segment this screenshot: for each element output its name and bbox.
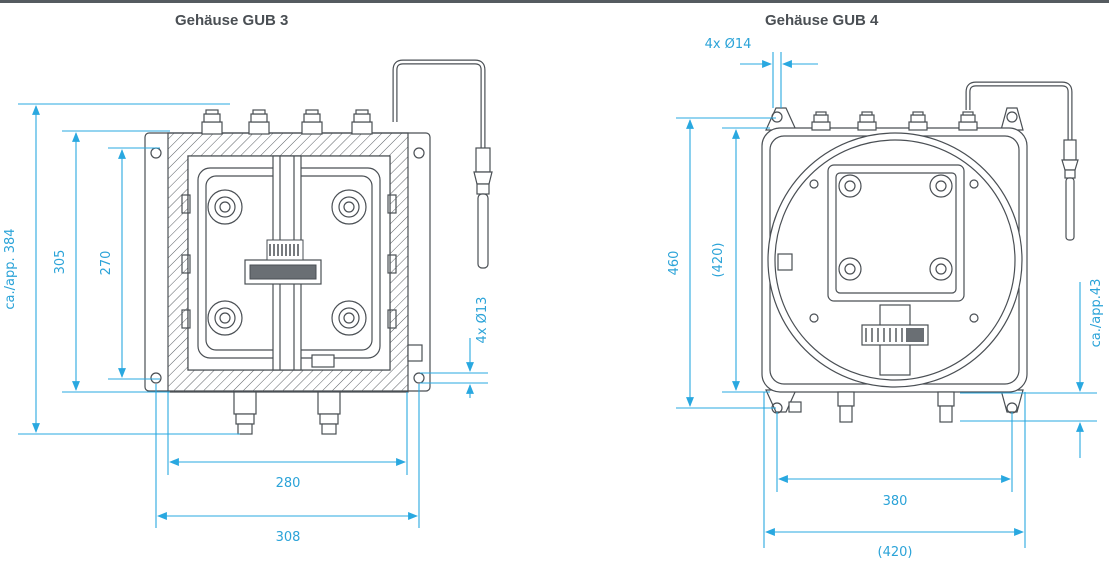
gub3-dim-270: 270 bbox=[99, 251, 114, 276]
gub4-dim-420-h: (420) bbox=[878, 545, 913, 560]
gub3-sensor-probe bbox=[477, 193, 489, 269]
gub4-drawing bbox=[761, 81, 1079, 423]
gub3-dim-308: 308 bbox=[276, 530, 301, 545]
gub3-hole-br bbox=[413, 372, 425, 384]
gub3-dim-280: 280 bbox=[276, 476, 301, 491]
gub4-glands-top bbox=[811, 111, 978, 131]
gub3-dimensions: ca./app. 384 305 270 4x Ø13 280 308 bbox=[3, 103, 490, 545]
gub3-dim-305: 305 bbox=[53, 250, 68, 275]
gub4-bosses bbox=[838, 174, 953, 281]
gub4-dim-460: 460 bbox=[667, 251, 682, 276]
gub4-inner-plate bbox=[827, 164, 965, 302]
gub4-glands-bottom bbox=[788, 391, 955, 423]
gub3-drawing bbox=[144, 59, 493, 435]
gub4-dimensions: 4x Ø14 460 (420) ca./app.43 380 (420) bbox=[667, 37, 1104, 560]
gub4-dim-holes: 4x Ø14 bbox=[705, 37, 752, 52]
gub4-dim-380: 380 bbox=[883, 494, 908, 509]
gub3-title: Gehäuse GUB 3 bbox=[175, 12, 289, 29]
gub4-dim-depth: ca./app.43 bbox=[1089, 279, 1104, 348]
gub4-sensor-head bbox=[1063, 139, 1077, 161]
gub4-sensor-probe bbox=[1065, 177, 1075, 241]
gub3-dim-total-height: ca./app. 384 bbox=[3, 228, 18, 309]
gub3-bosses bbox=[207, 189, 367, 336]
gub3-glands-bottom bbox=[233, 391, 341, 435]
gub3-sensor-head bbox=[475, 147, 491, 173]
gub4-title: Gehäuse GUB 4 bbox=[765, 12, 879, 29]
gub3-hole-bl bbox=[150, 372, 162, 384]
gub3-dim-holes: 4x Ø13 bbox=[475, 297, 490, 344]
gub3-glands-top bbox=[201, 109, 373, 135]
top-bar bbox=[0, 0, 1109, 3]
gub3-hole-tr bbox=[413, 147, 425, 159]
gub4-dim-420-v: (420) bbox=[711, 243, 726, 278]
